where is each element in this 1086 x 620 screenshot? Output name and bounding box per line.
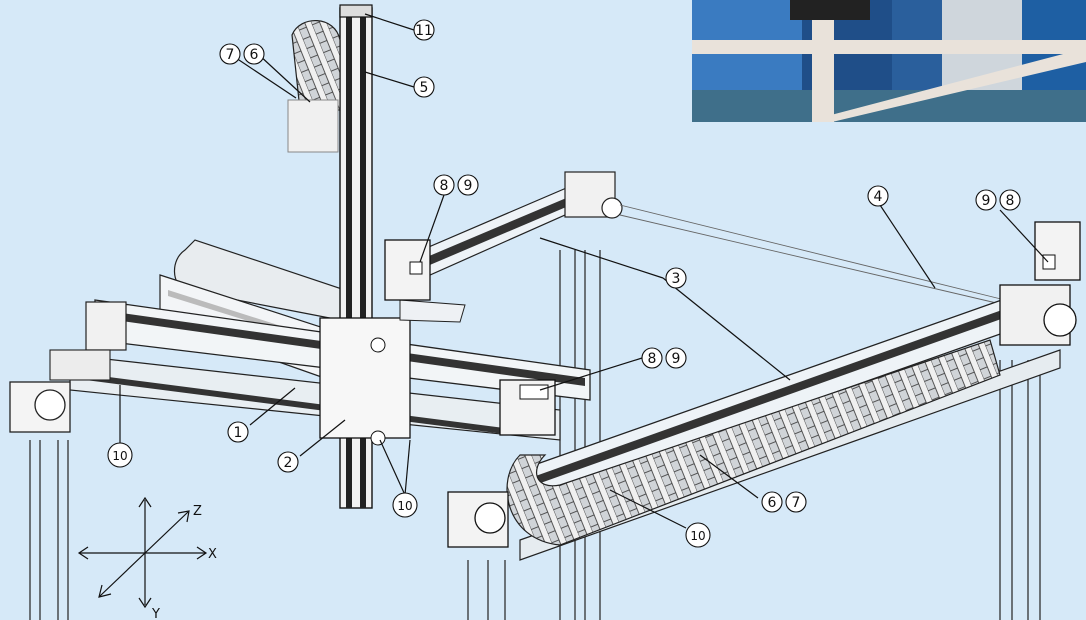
callout-10-front: 10: [685, 522, 711, 548]
callout-8-right: 8: [999, 189, 1021, 211]
rear-x-axis-beam: [408, 171, 623, 276]
right-end-block: [999, 221, 1081, 346]
belt-line-rear-2: [619, 214, 1006, 306]
rear-servo-motor: [384, 239, 431, 301]
front-cable-chain: [506, 339, 1001, 546]
svg-text:9: 9: [672, 351, 681, 367]
svg-text:11: 11: [415, 23, 433, 39]
callout-7-top: 7: [219, 43, 241, 65]
axis-x-label: X: [208, 547, 217, 562]
callout-9-rear: 9: [457, 174, 479, 196]
svg-text:2: 2: [284, 455, 293, 471]
callout-10-center: 10: [392, 492, 418, 518]
z-cable-chain: [287, 20, 341, 153]
factory-photo-inset: [692, 0, 1086, 122]
callout-7-front: 7: [785, 491, 807, 513]
axis-y-label: Y: [151, 607, 160, 620]
axis-z-label: Z: [193, 504, 202, 519]
callout-11: 11: [413, 19, 435, 41]
callout-10-left: 10: [107, 442, 133, 468]
svg-text:6: 6: [768, 495, 777, 511]
callout-2: 2: [277, 451, 299, 473]
left-motor-block: [9, 349, 111, 433]
callout-8-middle: 8: [641, 347, 663, 369]
callout-6-top: 6: [243, 43, 265, 65]
svg-text:10: 10: [690, 529, 705, 543]
svg-text:4: 4: [874, 189, 883, 205]
callout-9-right: 9: [975, 189, 997, 211]
axis-indicator: [77, 496, 208, 609]
svg-text:8: 8: [1006, 193, 1015, 209]
callout-4: 4: [867, 185, 889, 207]
svg-text:10: 10: [397, 499, 412, 513]
svg-text:7: 7: [226, 47, 235, 63]
callout-3: 3: [665, 267, 687, 289]
leader-lines: [119, 13, 1049, 529]
svg-text:3: 3: [672, 271, 681, 287]
belt-line-rear: [619, 204, 1006, 301]
svg-text:5: 5: [420, 80, 429, 96]
carriage-plate: [319, 299, 466, 446]
front-left-block: [447, 491, 509, 548]
svg-text:10: 10: [112, 449, 127, 463]
callout-5: 5: [413, 76, 435, 98]
svg-text:9: 9: [464, 178, 473, 194]
svg-text:8: 8: [440, 178, 449, 194]
middle-servo-motor: [499, 379, 556, 436]
svg-text:7: 7: [792, 495, 801, 511]
callout-6-front: 6: [761, 491, 783, 513]
svg-text:8: 8: [648, 351, 657, 367]
svg-text:1: 1: [234, 425, 243, 441]
svg-text:6: 6: [250, 47, 259, 63]
svg-text:9: 9: [982, 193, 991, 209]
callout-1: 1: [227, 421, 249, 443]
callout-9-middle: 9: [665, 347, 687, 369]
support-legs: [29, 250, 1041, 620]
callout-8-rear: 8: [433, 174, 455, 196]
